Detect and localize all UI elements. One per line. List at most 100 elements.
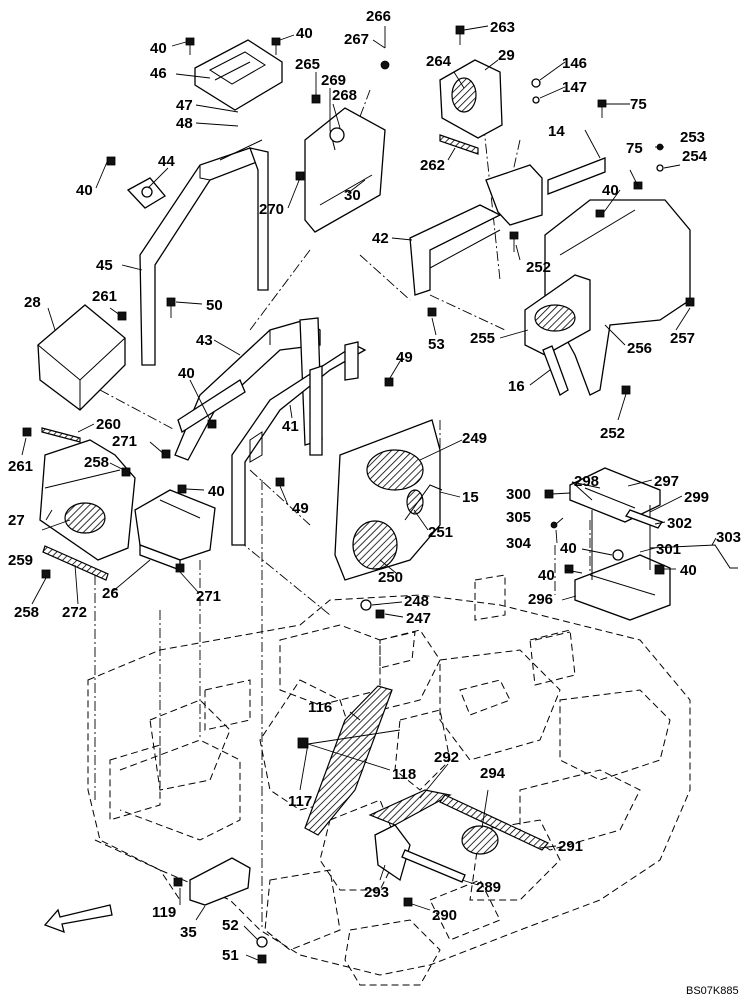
- callout-297: 297: [654, 473, 679, 490]
- callout-146: 146: [562, 55, 587, 72]
- strip-292: [368, 789, 452, 826]
- callout-269: 269: [321, 72, 346, 89]
- stand-45: [139, 139, 269, 366]
- callout-41: 41: [282, 418, 299, 435]
- callout-117: 117: [288, 793, 312, 810]
- cover-28: [37, 304, 126, 411]
- callout-40-b: 40: [296, 25, 313, 42]
- callout-51: 51: [222, 947, 239, 964]
- callout-52: 52: [222, 917, 239, 934]
- callout-299: 299: [684, 489, 709, 506]
- cover-293: [374, 824, 411, 882]
- callout-271-a: 271: [112, 433, 137, 450]
- callout-44: 44: [158, 153, 175, 170]
- callout-258-b: 258: [14, 604, 39, 621]
- callout-29: 29: [498, 47, 515, 64]
- bracket-46: [194, 39, 283, 111]
- leader-lines: [21, 25, 717, 961]
- callout-40-e: 40: [178, 365, 195, 382]
- callout-labels: 40 40 46 47 48 44 40 45 266 267 265 269 …: [8, 8, 741, 997]
- callout-305: 305: [506, 509, 531, 526]
- callout-50: 50: [206, 297, 223, 314]
- cover-256: [544, 199, 691, 396]
- bracket-42: [409, 204, 502, 296]
- callout-40-a: 40: [150, 40, 167, 57]
- callout-252-a: 252: [526, 259, 551, 276]
- bracket-14: [485, 157, 606, 226]
- callout-258-a: 258: [84, 454, 109, 471]
- callout-53: 53: [428, 336, 445, 353]
- callout-304: 304: [506, 535, 532, 552]
- panel-27: [39, 439, 136, 561]
- callout-272: 272: [62, 604, 87, 621]
- bracket-30: [304, 107, 386, 233]
- callout-75-b: 75: [626, 140, 643, 157]
- callout-268: 268: [332, 87, 357, 104]
- clamp-44: [126, 177, 166, 209]
- upper-frame-outline: [87, 574, 691, 986]
- callout-267: 267: [344, 31, 369, 48]
- plate-15: [334, 419, 443, 581]
- drawing-code: BS07K885: [686, 985, 739, 997]
- callout-262: 262: [420, 157, 445, 174]
- callout-147: 147: [562, 79, 587, 96]
- callout-48: 48: [176, 115, 193, 132]
- callout-301: 301: [656, 541, 681, 558]
- callout-255: 255: [470, 330, 495, 347]
- callout-247: 247: [406, 610, 431, 627]
- callout-28: 28: [24, 294, 41, 311]
- callout-75-a: 75: [630, 96, 647, 113]
- callout-257: 257: [670, 330, 695, 347]
- callout-296: 296: [528, 591, 553, 608]
- callout-298: 298: [574, 473, 599, 490]
- callout-40-d: 40: [602, 182, 619, 199]
- strip-291: [439, 794, 549, 851]
- callout-253: 253: [680, 129, 705, 146]
- callout-16: 16: [508, 378, 525, 395]
- pillar-116: [304, 685, 393, 836]
- callout-260: 260: [96, 416, 121, 433]
- cover-29: [439, 59, 503, 139]
- rod-303: [649, 544, 738, 569]
- panel-255: [524, 274, 591, 356]
- callout-118: 118: [392, 766, 416, 783]
- strip-262: [439, 134, 479, 155]
- callout-26: 26: [102, 585, 119, 602]
- callout-116: 116: [308, 699, 332, 716]
- callout-303: 303: [716, 529, 741, 546]
- callout-40-i: 40: [680, 562, 697, 579]
- frame-41: [231, 341, 367, 546]
- strip-260: [41, 427, 81, 443]
- callout-252-b: 252: [600, 425, 625, 442]
- callout-261-a: 261: [92, 288, 117, 305]
- callout-15: 15: [462, 489, 479, 506]
- callout-291: 291: [558, 838, 583, 855]
- callout-40-c: 40: [76, 182, 93, 199]
- callout-46: 46: [150, 65, 167, 82]
- callout-290: 290: [432, 907, 457, 924]
- bracket-35: [189, 857, 251, 906]
- callout-289: 289: [476, 879, 501, 896]
- callout-263: 263: [490, 19, 515, 36]
- callout-254: 254: [682, 148, 708, 165]
- callout-292: 292: [434, 749, 459, 766]
- callout-265: 265: [295, 56, 320, 73]
- callout-119: 119: [152, 904, 176, 921]
- strip-272: [42, 545, 109, 581]
- callout-264: 264: [426, 53, 452, 70]
- plate-26: [134, 489, 216, 571]
- front-direction-arrow-icon: [43, 904, 113, 934]
- callout-261-b: 261: [8, 458, 33, 475]
- assembly-guide-lines: [94, 89, 591, 930]
- callout-251: 251: [428, 524, 453, 541]
- callout-40-h: 40: [538, 567, 555, 584]
- callout-35: 35: [180, 924, 197, 941]
- callout-27: 27: [8, 512, 25, 529]
- callout-43: 43: [196, 332, 213, 349]
- callout-270: 270: [259, 201, 284, 218]
- callout-266: 266: [366, 8, 391, 25]
- callout-271-b: 271: [196, 588, 221, 605]
- callout-40-f: 40: [208, 483, 225, 500]
- callout-248: 248: [404, 593, 429, 610]
